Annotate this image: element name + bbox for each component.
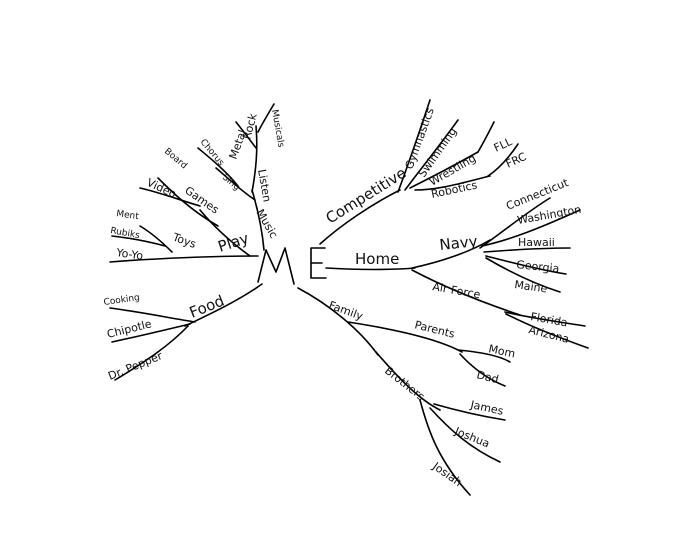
label-listen: Listen (255, 168, 274, 203)
label-home: Home (355, 250, 399, 268)
label-metal: Metal (227, 128, 250, 161)
label-video: Video (145, 176, 179, 201)
label-brothers: Brothers (382, 364, 427, 403)
branch-play (109, 177, 259, 263)
branch-music (197, 103, 275, 251)
label-cooking: Cooking (103, 293, 140, 308)
label-parents: Parents (413, 318, 456, 341)
label-family: Family (327, 299, 365, 323)
branch-competitive (319, 99, 519, 245)
label-food: Food (187, 292, 227, 322)
label-georgia: Georgia (516, 258, 560, 275)
center-me (257, 247, 327, 285)
label-yoyo: Yo-Yo (115, 246, 145, 263)
label-toys: Toys (170, 230, 198, 251)
label-board: Board (162, 147, 189, 172)
label-chorus: Chorus (198, 138, 226, 169)
branch-family (297, 287, 511, 496)
label-competitive: Competitive (323, 164, 410, 228)
label-music: Music (253, 207, 280, 241)
label-maine: Maine (514, 278, 549, 296)
label-james: James (468, 398, 504, 418)
label-chipotle: Chipotle (106, 317, 154, 341)
label-hawaii: Hawaii (518, 236, 555, 249)
label-musicals: Musicals (269, 109, 286, 149)
label-ment: Ment (116, 209, 140, 222)
label-airforce: Air Force (431, 280, 481, 301)
label-florida: Florida (529, 310, 568, 329)
label-mom: Mom (487, 342, 516, 360)
label-navy: Navy (439, 232, 479, 254)
branch-home (325, 197, 589, 349)
label-rubiks: Rubiks (109, 226, 140, 241)
label-dad: Dad (475, 368, 500, 386)
label-fll: FLL (492, 135, 515, 155)
label-sing: Sing (220, 173, 241, 193)
label-frc: FRC (504, 150, 529, 171)
letter-e (310, 247, 327, 279)
letter-m (257, 247, 295, 285)
label-drpepper: Dr. Pepper (106, 349, 164, 383)
branch-food (109, 283, 263, 381)
